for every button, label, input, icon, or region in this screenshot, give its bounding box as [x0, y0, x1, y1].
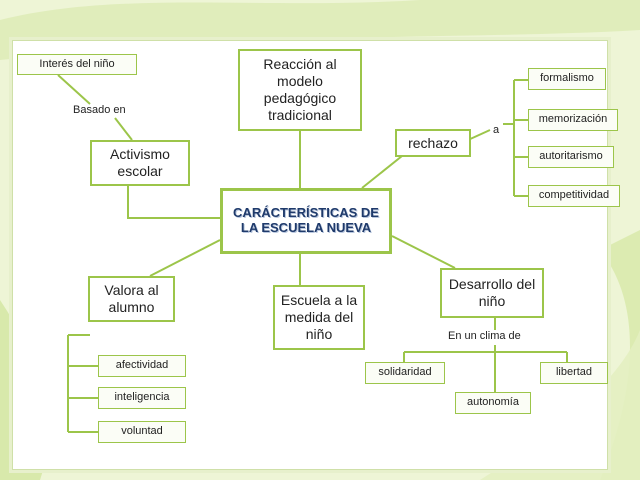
center-node: CARÁCTERÍSTICAS DE LA ESCUELA NUEVA: [220, 188, 392, 254]
node-desarrollo: Desarrollo del niño: [440, 268, 544, 318]
node-valora: Valora al alumno: [88, 276, 175, 322]
item-memorizacion: memorización: [528, 109, 618, 131]
node-rechazo: rechazo: [395, 129, 471, 157]
node-interes: Interés del niño: [17, 54, 137, 75]
item-competitividad: competitividad: [528, 185, 620, 207]
item-autonomia: autonomía: [455, 392, 531, 414]
label-en-un-clima: En un clima de: [448, 330, 521, 342]
item-autoritarismo: autoritarismo: [528, 146, 614, 168]
node-reaccion: Reacción al modelo pedagógico tradiciona…: [238, 49, 362, 131]
item-formalismo: formalismo: [528, 68, 606, 90]
label-a: a: [493, 124, 500, 136]
item-afectividad: afectividad: [98, 355, 186, 377]
item-voluntad: voluntad: [98, 421, 186, 443]
node-activismo: Activismo escolar: [90, 140, 190, 186]
label-basado-en: Basado en: [73, 104, 126, 116]
item-inteligencia: inteligencia: [98, 387, 186, 409]
node-escuela-medida: Escuela a la medida del niño: [273, 285, 365, 350]
item-solidaridad: solidaridad: [365, 362, 445, 384]
item-libertad: libertad: [540, 362, 608, 384]
